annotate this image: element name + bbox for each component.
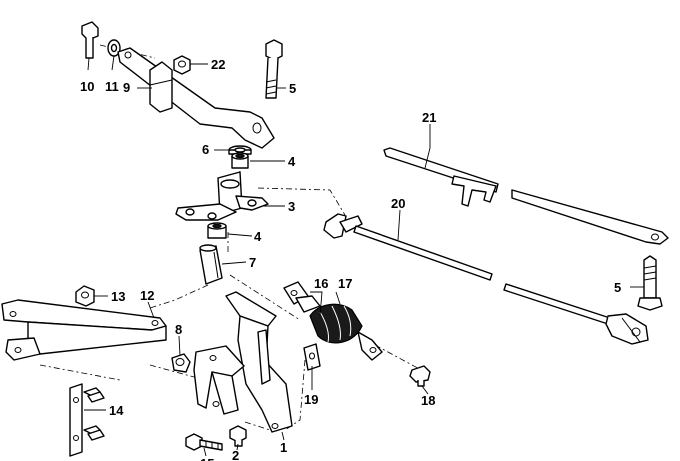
part-18-bolt bbox=[409, 365, 431, 387]
callouts: 10 11 9 22 5 6 4 3 4 7 21 20 5 13 12 16 … bbox=[80, 57, 621, 461]
callout-11: 11 bbox=[105, 79, 119, 94]
part-5-bolt-right bbox=[637, 255, 663, 311]
part-15-bolt bbox=[185, 433, 223, 451]
part-12-bracket bbox=[1, 299, 167, 361]
part-4-bushing-lower bbox=[207, 222, 227, 239]
callout-5-upper: 5 bbox=[289, 81, 296, 96]
part-17-spring bbox=[309, 303, 383, 361]
part-2-bolt bbox=[229, 425, 247, 447]
callout-21: 21 bbox=[422, 110, 436, 125]
callout-8: 8 bbox=[175, 322, 182, 337]
callout-9: 9 bbox=[123, 80, 130, 95]
part-8-spacer bbox=[171, 353, 191, 373]
part-5-bolt-upper bbox=[265, 39, 283, 99]
part-22-nut bbox=[173, 55, 191, 75]
part-20-cable-rod bbox=[323, 213, 649, 345]
part-4-bushing-upper bbox=[231, 152, 249, 169]
callout-17: 17 bbox=[338, 276, 352, 291]
callout-13: 13 bbox=[111, 289, 125, 304]
part-7-sleeve bbox=[199, 244, 223, 285]
callout-6: 6 bbox=[202, 142, 209, 157]
part-3-pivot-bracket bbox=[175, 171, 269, 221]
callout-16: 16 bbox=[314, 276, 328, 291]
callout-14: 14 bbox=[109, 403, 124, 418]
part-9-upper-bracket bbox=[117, 47, 275, 149]
part-14-plate bbox=[69, 383, 105, 457]
part-13-nut bbox=[75, 285, 95, 307]
callout-19: 19 bbox=[304, 392, 318, 407]
callout-12: 12 bbox=[140, 288, 154, 303]
callout-10: 10 bbox=[80, 79, 94, 94]
part-10-bolt bbox=[81, 21, 99, 59]
callout-4-lower: 4 bbox=[254, 229, 262, 244]
part-19-clip bbox=[303, 343, 321, 371]
callout-2: 2 bbox=[232, 448, 239, 461]
callout-5-right: 5 bbox=[614, 280, 621, 295]
part-16-coupling bbox=[283, 281, 321, 313]
callout-1: 1 bbox=[280, 440, 287, 455]
callout-7: 7 bbox=[249, 255, 256, 270]
callout-18: 18 bbox=[421, 393, 435, 408]
callout-3: 3 bbox=[288, 199, 295, 214]
callout-22: 22 bbox=[211, 57, 225, 72]
part-1-pedal-bracket bbox=[193, 291, 293, 433]
part-21-rod bbox=[383, 147, 669, 245]
callout-15: 15 bbox=[200, 456, 214, 461]
callout-20: 20 bbox=[391, 196, 405, 211]
callout-4-upper: 4 bbox=[288, 154, 296, 169]
leader-lines bbox=[84, 55, 644, 457]
